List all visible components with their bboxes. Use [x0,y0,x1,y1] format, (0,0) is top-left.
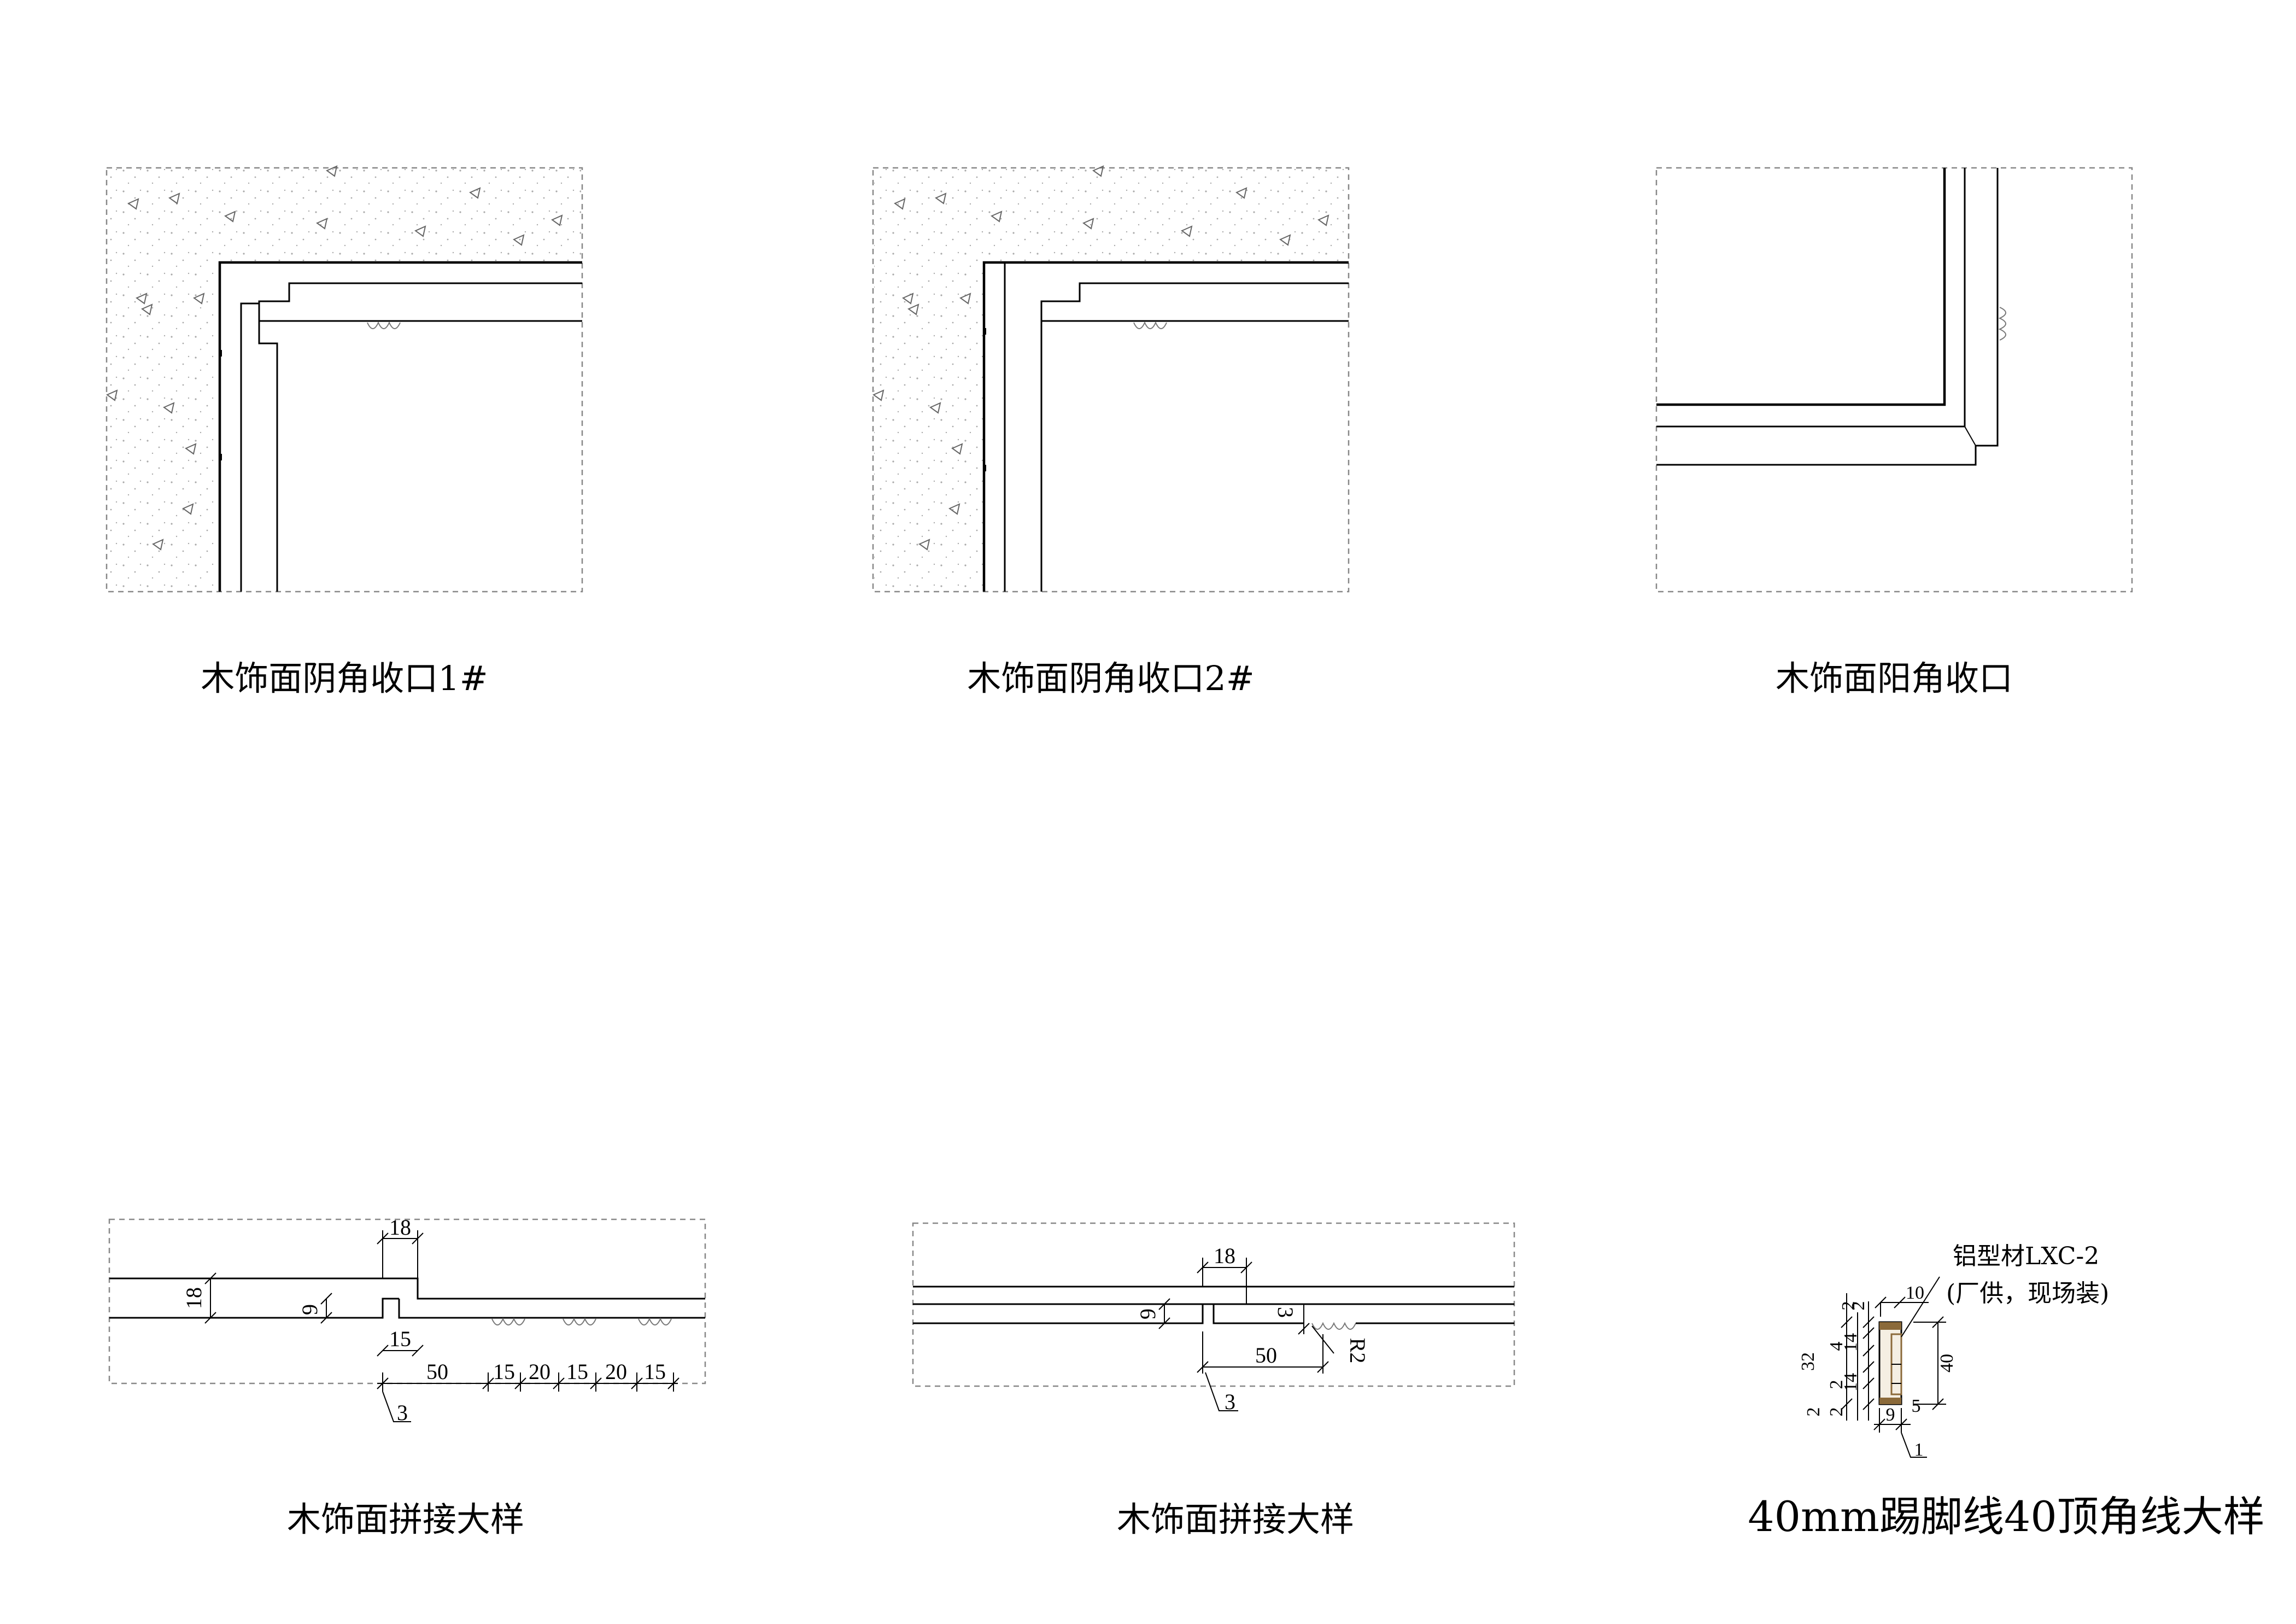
detail-5-title: 木饰面拼接大样 [1117,1499,1354,1539]
dim-9: 9 [1886,1405,1895,1425]
side-panel-face [1040,320,1349,592]
dim-2-bot-b: 2 [1826,1407,1847,1417]
profile-note-line2: (厂供，现场装) [1946,1280,2109,1307]
dim-50: 50 [1255,1343,1277,1368]
wall-surface-line [982,261,1349,592]
dim-20-b: 20 [605,1359,627,1384]
clip-symbol-2 [1133,321,1167,329]
dim-2-mid: 2 [1826,1380,1847,1389]
dim-r2: R2 [1345,1338,1370,1364]
detail-3-title: 木饰面阳角收口 [1776,658,2013,698]
detail-inside-corner-1: 木饰面阴角收口1# [106,166,583,698]
dim-20-a: 20 [529,1359,550,1384]
dim-3-bottom: 3 [1225,1389,1235,1414]
dim-2-bot-a: 2 [1803,1407,1824,1417]
dim-40: 40 [1937,1354,1957,1372]
detail-inside-corner-2: 木饰面阴角收口2# [872,166,1350,698]
top-panel-back [1040,282,1349,321]
dim-4: 4 [1826,1342,1847,1351]
dim-18-top: 18 [389,1215,411,1240]
dim-15-b: 15 [566,1359,588,1384]
wall-surface-line [218,261,582,592]
detail-4-title: 木饰面拼接大样 [287,1499,524,1539]
dim-50: 50 [426,1359,448,1384]
panel-bottom-edge [109,1298,399,1319]
detail-1-title: 木饰面阴角收口1# [201,658,488,698]
side-panel-face [258,321,278,592]
dim-15-c: 15 [644,1359,666,1384]
detail-2-boundary [872,167,1350,593]
dim-1: 1 [1914,1440,1924,1460]
side-panel-back [240,302,259,592]
dim-9: 9 [297,1304,322,1315]
detail-aluminum-profile: 10 2 2 32 4 14 2 14 2 2 40 [1748,1242,2265,1541]
detail-splice-a: 18 18 9 15 50 15 20 [108,1215,706,1539]
dim-2-top-b: 2 [1838,1301,1859,1311]
detail-1-boundary [106,167,583,593]
dim-2-top-a: 2 [1848,1301,1869,1311]
dim-9: 9 [1135,1308,1160,1319]
dim-18-left: 18 [181,1287,206,1309]
profile-note-line1: 铝型材LXC-2 [1953,1242,2099,1270]
dim-14-b: 14 [1841,1373,1861,1392]
dim-18: 18 [1214,1243,1235,1268]
dim-15-mid: 15 [389,1327,411,1351]
detail-6-title: 40mm踢脚线40顶角线大样 [1748,1492,2265,1541]
concrete-wall-hatch [874,169,1348,591]
horizontal-panel-face [1656,168,1999,466]
vertical-panel-back [1656,168,1966,428]
panel-top-edge [109,1277,705,1300]
concrete-wall-hatch [108,169,581,591]
profile-top-flange [1879,1322,1901,1330]
dim-3-right: 3 [1273,1307,1298,1318]
dim-32: 32 [1798,1352,1818,1371]
top-panel-back [258,282,582,321]
detail-3-boundary [1655,167,2133,593]
detail-2-title: 木饰面阴角收口2# [967,658,1254,698]
clip-symbol-3 [1998,307,2006,341]
dim-10: 10 [1906,1283,1924,1303]
detail-outside-corner: 木饰面阳角收口 [1655,167,2133,698]
clip-symbol-1 [367,321,401,329]
profile-bottom-flange [1879,1398,1901,1404]
dim-15-a: 15 [493,1359,515,1384]
dim-14-a: 14 [1841,1333,1861,1352]
dim-3: 3 [397,1400,408,1425]
wall-corner-line [1656,168,1946,406]
dim-5: 5 [1912,1396,1921,1416]
detail-splice-b: 18 9 3 R2 50 3 木饰面拼接大样 [912,1222,1515,1539]
